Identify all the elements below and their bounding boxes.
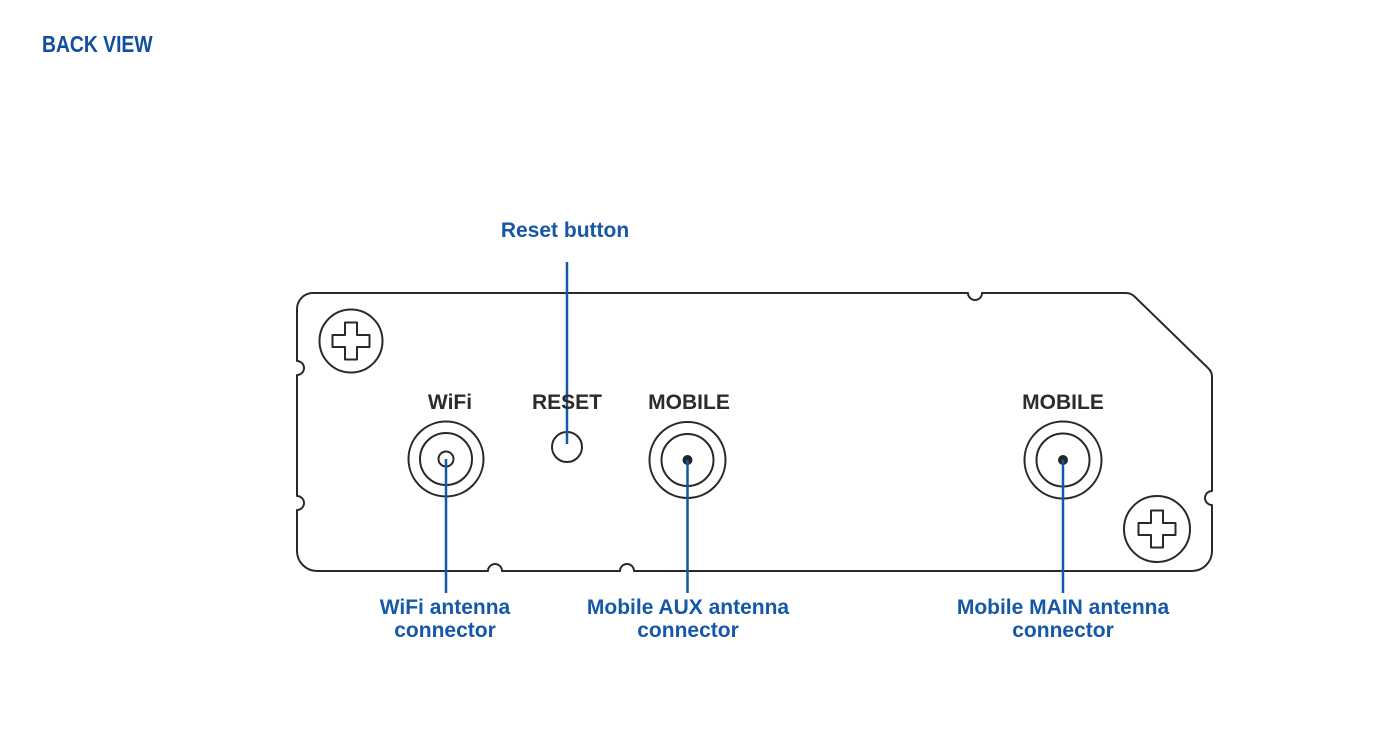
- panel-label-mobile-main: MOBILE: [1022, 391, 1104, 414]
- callout-line1: Mobile AUX antenna: [586, 596, 790, 619]
- panel-label-wifi: WiFi: [427, 391, 473, 414]
- callout-line2: connector: [394, 619, 496, 642]
- phillips-screw-bottom-right-icon: [1123, 495, 1191, 563]
- panel-label-reset: RESET: [531, 391, 603, 414]
- callout-mobile-aux-antenna-connector: Mobile AUX antenna connector: [587, 596, 789, 642]
- callout-line1: Mobile MAIN antenna: [956, 596, 1170, 619]
- callout-line2: connector: [1012, 619, 1114, 642]
- device-outline: [296, 291, 1214, 572]
- page-title: BACK VIEW: [42, 31, 153, 57]
- callout-mobile-main-antenna-connector: Mobile MAIN antenna connector: [957, 596, 1169, 642]
- panel-label-mobile-aux: MOBILE: [648, 391, 730, 414]
- phillips-screw-top-left-icon: [318, 308, 384, 374]
- callout-line2: connector: [637, 619, 739, 642]
- callout-wifi-antenna-connector: WiFi antenna connector: [380, 596, 510, 642]
- callout-line1: WiFi antenna: [379, 596, 511, 619]
- callout-reset-button: Reset button: [500, 219, 630, 242]
